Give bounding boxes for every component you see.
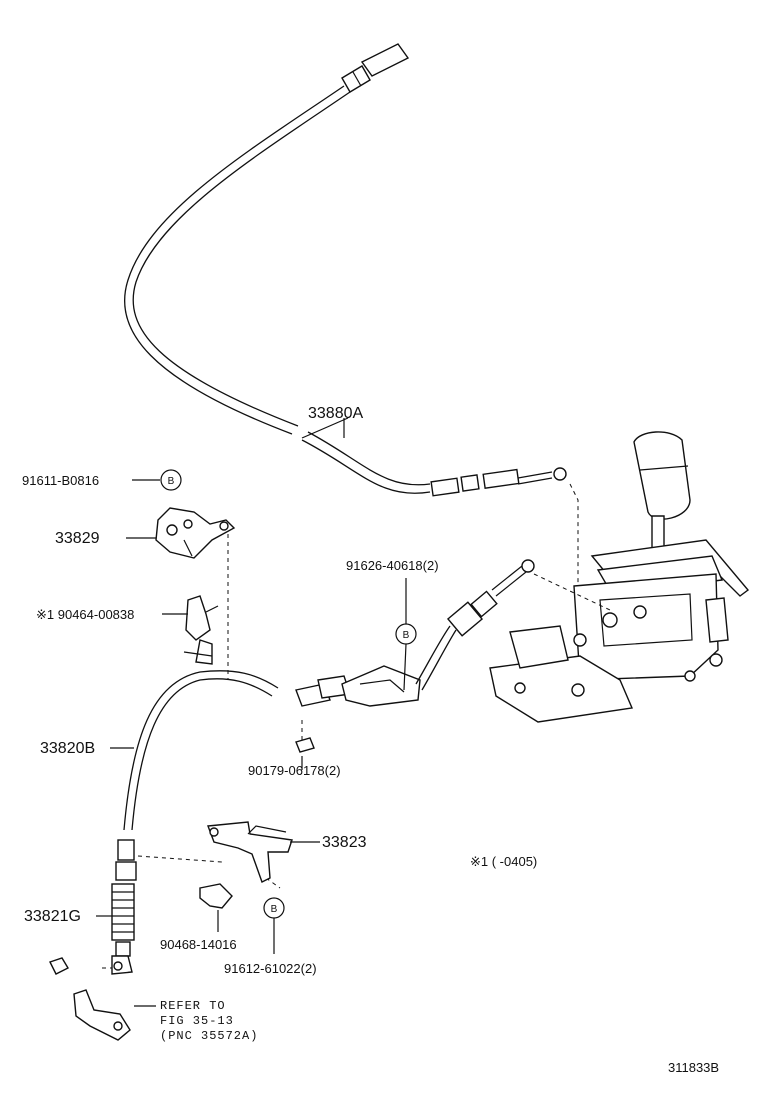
marker-b-91626: B bbox=[395, 623, 417, 645]
label-90464: ※1 90464-00838 bbox=[36, 607, 134, 622]
marker-b-91611: B bbox=[160, 469, 182, 491]
label-33880A: 33880A bbox=[308, 405, 363, 422]
label-33820B: 33820B bbox=[40, 740, 95, 757]
label-91626: 91626-40618(2) bbox=[346, 558, 439, 573]
figure-id: 311833B bbox=[668, 1060, 719, 1075]
label-33821G: 33821G bbox=[24, 908, 81, 925]
marker-b-text: B bbox=[403, 630, 410, 641]
shift-lever-assembly bbox=[489, 431, 750, 723]
bracket-33823 bbox=[207, 821, 293, 883]
label-91612: 91612-61022(2) bbox=[224, 961, 317, 976]
nut-90179 bbox=[295, 737, 315, 753]
label-refer-line2: FIG 35-13 bbox=[160, 1014, 234, 1028]
label-90179: 90179-06178(2) bbox=[248, 763, 341, 778]
nut-33821G bbox=[49, 957, 69, 975]
label-91611: 91611-B0816 bbox=[22, 473, 99, 488]
label-refer-line1: REFER TO bbox=[160, 999, 226, 1013]
label-33823: 33823 bbox=[322, 834, 367, 851]
clip-90468 bbox=[199, 883, 233, 909]
marker-b-text: B bbox=[168, 476, 175, 487]
label-90468: 90468-14016 bbox=[160, 937, 237, 952]
marker-b-91612: B bbox=[263, 897, 285, 919]
label-33829: 33829 bbox=[55, 530, 100, 547]
refer-bracket bbox=[73, 989, 131, 1041]
cable-33820B bbox=[111, 559, 535, 975]
clip-90464 bbox=[183, 595, 219, 665]
bracket-33829 bbox=[155, 507, 236, 559]
marker-b-text: B bbox=[271, 904, 278, 915]
cable-33880A bbox=[124, 43, 567, 497]
label-refer-line3: (PNC 35572A) bbox=[160, 1029, 258, 1043]
label-note1: ※1 ( -0405) bbox=[470, 854, 537, 869]
